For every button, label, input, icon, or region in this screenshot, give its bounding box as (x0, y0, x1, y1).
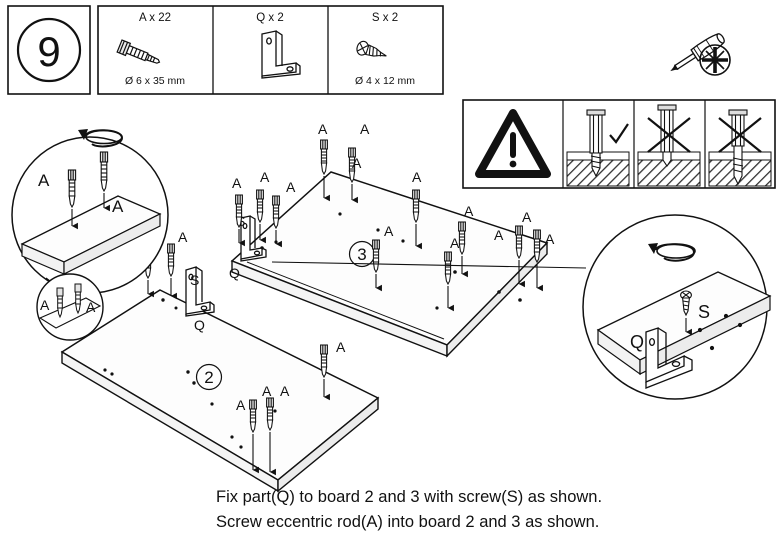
label-a: A (318, 121, 328, 137)
wood-screw-icon (356, 40, 387, 57)
detail-circle-right: Q S (271, 214, 772, 400)
label-a: A (286, 179, 296, 195)
warning-case-too-deep (708, 109, 772, 187)
label-a: A (360, 121, 370, 137)
detail-circle-left: A A (11, 129, 169, 297)
detail-left-label-a-2: A (112, 197, 124, 216)
label-a: A (280, 383, 290, 399)
label-a: A (336, 339, 346, 355)
label-a: A (494, 227, 504, 243)
detail-circle-lower-left: A A (36, 273, 104, 341)
part-cell-q: Q x 2 (256, 12, 301, 79)
part-a-label: A x 22 (139, 12, 171, 24)
label-a: A (178, 229, 188, 245)
detail-left-label-a-1: A (38, 171, 50, 190)
step-number: 9 (37, 28, 60, 75)
warning-panel (462, 99, 776, 189)
label-a: A (236, 397, 246, 413)
cross-mark-icon (718, 117, 762, 153)
cross-mark-icon (647, 117, 691, 153)
warning-case-correct-depth (566, 109, 630, 187)
caption-block: Fix part(Q) to board 2 and 3 with screw(… (216, 485, 776, 535)
rotate-arrow-icon (648, 243, 696, 262)
part-q-label: Q x 2 (256, 12, 283, 24)
label-a: A (450, 235, 460, 251)
warning-case-too-shallow (637, 104, 701, 187)
board-three-label: 3 (357, 245, 366, 264)
label-a: A (232, 175, 242, 191)
rotate-arrow-icon (78, 129, 124, 148)
dowel-a-group (144, 139, 543, 476)
part-s-spec: Ø 4 x 12 mm (355, 75, 415, 87)
label-q-board-three: Q (229, 265, 240, 281)
board-three: 3 (230, 171, 549, 358)
label-a: A (384, 223, 394, 239)
label-a: A (464, 203, 474, 219)
part-s-label: S x 2 (372, 12, 398, 24)
dowel-screw-icon (116, 39, 161, 64)
part-a-spec: Ø 6 x 35 mm (125, 75, 185, 87)
label-a: A (262, 383, 272, 399)
label-a: A (522, 209, 532, 225)
step-number-badge: 9 (7, 5, 91, 95)
bracket-q-board-three (240, 215, 267, 262)
detail-lower-left-label-a-1: A (40, 297, 50, 313)
parts-table: A x 22 Ø 6 x 35 mm (97, 5, 444, 95)
caption-line-1: Fix part(Q) to board 2 and 3 with screw(… (216, 488, 603, 506)
part-cell-s: S x 2 Ø 4 x 12 mm (355, 12, 415, 87)
board-two-label: 2 (204, 368, 213, 387)
tool-group (670, 33, 731, 76)
screwdriver-icon (670, 33, 725, 72)
detail-right-label-q: Q (630, 332, 644, 352)
part-cell-a: A x 22 Ø 6 x 35 mm (116, 12, 185, 87)
caption-line-2: Screw eccentric rod(A) into board 2 and … (216, 513, 600, 531)
a-label-group: A A A A A A A A A A A A A A A A A A A (144, 121, 555, 413)
detail-right-label-s: S (698, 302, 710, 322)
board-two: 2 (60, 289, 380, 493)
label-s-board-two: S (190, 272, 199, 288)
warning-triangle-icon (475, 109, 551, 178)
angle-bracket-icon (261, 30, 301, 79)
pozidriv-bit-icon (699, 44, 731, 76)
label-a: A (545, 231, 555, 247)
label-a: A (412, 169, 422, 185)
label-a: A (352, 155, 362, 171)
bracket-q-board-two (185, 266, 215, 317)
label-q-board-two: Q (194, 317, 205, 333)
label-a: A (260, 169, 270, 185)
dowel-a-instance (320, 139, 330, 202)
check-mark-icon (609, 123, 629, 144)
detail-lower-left-label-a-2: A (86, 299, 96, 315)
